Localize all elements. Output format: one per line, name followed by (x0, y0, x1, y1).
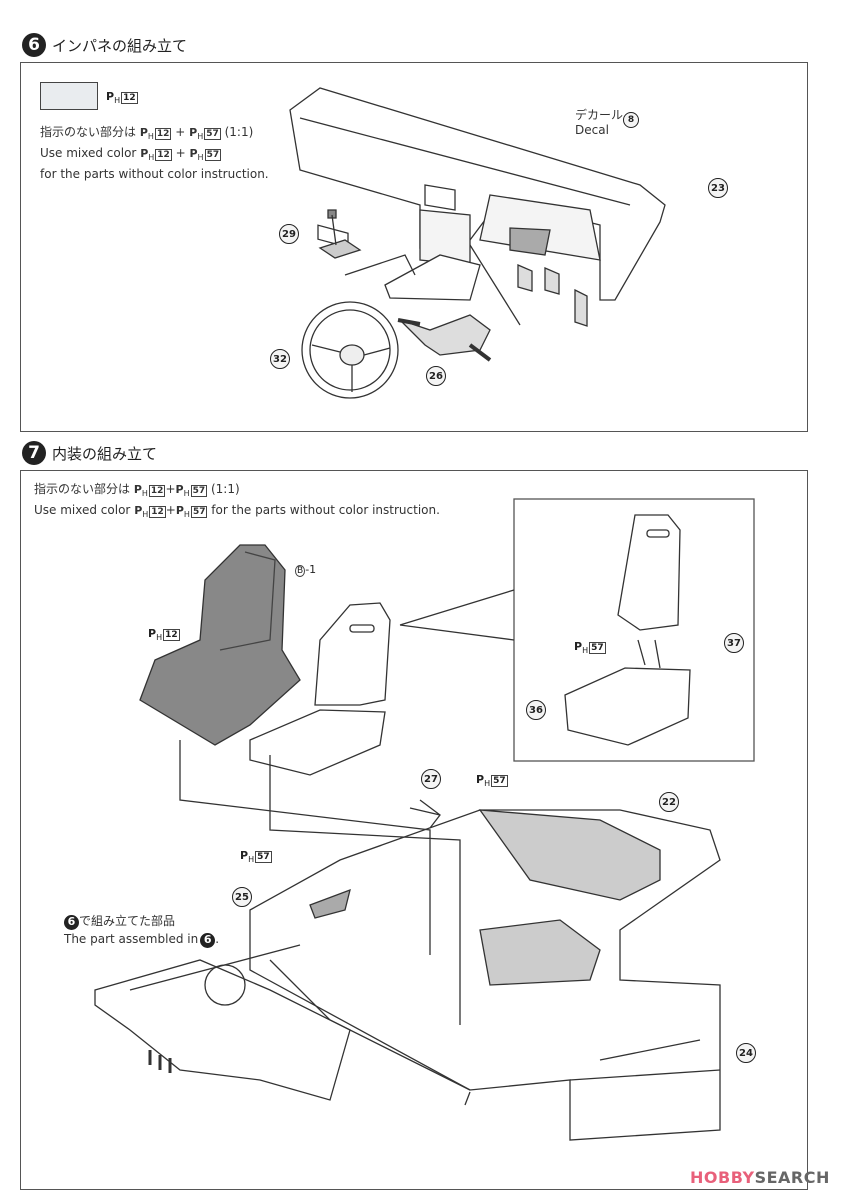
part-number-8: 8 (623, 112, 639, 128)
step-number-badge: 6 (22, 33, 46, 57)
interior-tub-drawing (179, 740, 721, 1141)
part-number-24: 24 (736, 1043, 756, 1063)
part-number-23: 23 (708, 178, 728, 198)
part-number-36: 36 (526, 700, 546, 720)
step-title: 内装の組み立て (52, 444, 158, 463)
step7-panel (20, 470, 808, 1190)
hobby-search-watermark: HOBBYSEARCH (690, 1168, 830, 1187)
step6-header: 6 インパネの組み立て (22, 33, 187, 57)
bucket-seat-drawing (139, 544, 301, 746)
seat-drawing (249, 602, 391, 776)
part-number-29: 29 (279, 224, 299, 244)
part-number-37: 37 (724, 633, 744, 653)
seat-inset-drawing (399, 498, 755, 762)
shifter-drawing (318, 209, 362, 259)
steering-wheel-drawing (301, 301, 492, 399)
part-number-22: 22 (659, 792, 679, 812)
part-number-26: 26 (426, 366, 446, 386)
color-swatch (40, 82, 98, 110)
step6-panel (20, 62, 808, 432)
bucket-seat-part-label: B-1 (295, 563, 317, 577)
dashboard-drawing (289, 87, 666, 327)
part-number-25: 25 (232, 887, 252, 907)
part-number-32: 32 (270, 349, 290, 369)
step-title: インパネの組み立て (52, 36, 188, 55)
assembled-dashboard-drawing (94, 944, 351, 1101)
step7-header: 7 内装の組み立て (22, 441, 157, 465)
step-number-badge: 7 (22, 441, 46, 465)
part-number-27: 27 (421, 769, 441, 789)
